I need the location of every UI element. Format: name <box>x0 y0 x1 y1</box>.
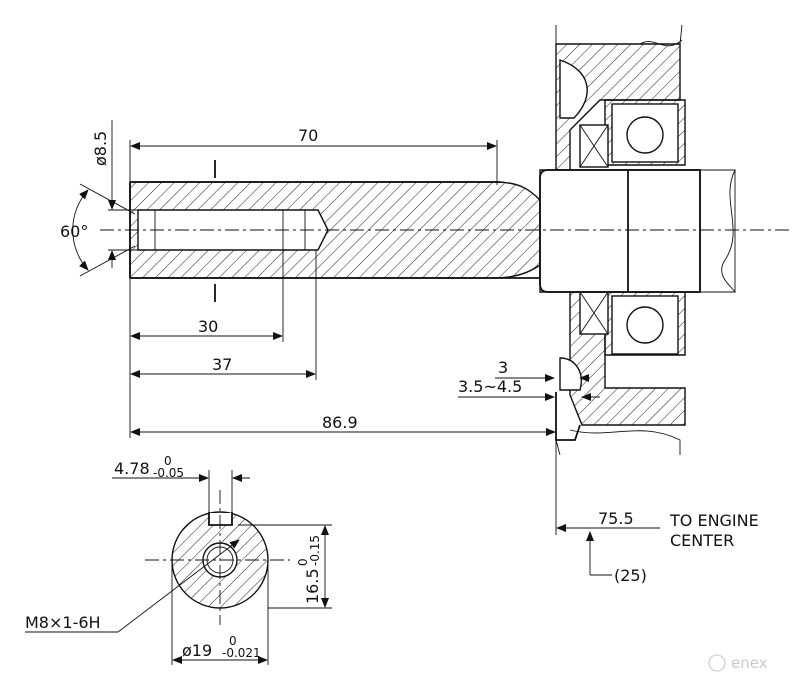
key-width-upper-tol: 0 <box>164 454 172 468</box>
key-depth-upper-tol: 0 <box>296 558 310 566</box>
thread-spec: M8×1-6H <box>25 613 101 632</box>
dim-30: 30 <box>198 317 218 336</box>
dim-70: 70 <box>298 126 318 145</box>
dim-thread-dia: ø8.5 <box>91 131 110 166</box>
dimension-labels: ø8.5 60° 70 30 37 86.9 3 3.5~4.5 75.5 TO… <box>25 126 759 660</box>
shaft-dia-value: ø19 <box>182 641 212 660</box>
shaft-dia-upper-tol: 0 <box>229 634 237 648</box>
key-depth-value: 16.5 <box>303 568 322 604</box>
dim-37: 37 <box>212 355 232 374</box>
shaft-dia-lower-tol: -0.021 <box>222 646 261 660</box>
brand-logo-icon <box>708 654 726 672</box>
dimension-lines <box>72 120 660 576</box>
dim-ref-25: (25) <box>614 566 647 585</box>
engine-center-label-2: CENTER <box>670 531 734 550</box>
shaft-cross-section <box>25 470 332 665</box>
watermark-brand: enex <box>731 654 768 672</box>
engine-housing <box>555 24 686 456</box>
key-depth-lower-tol: -0.15 <box>308 535 322 566</box>
dim-86-9: 86.9 <box>322 413 358 432</box>
shaft-body <box>100 160 790 302</box>
dim-75-5: 75.5 <box>598 509 634 528</box>
dim-chamfer-angle: 60° <box>60 222 88 241</box>
key-width-lower-tol: -0.05 <box>153 466 184 480</box>
dim-3: 3 <box>498 358 508 377</box>
engine-center-label-1: TO ENGINE <box>669 511 759 530</box>
key-width-value: 4.78 <box>114 459 150 478</box>
dim-gap-range: 3.5~4.5 <box>458 377 522 396</box>
watermark: enex <box>708 654 768 672</box>
